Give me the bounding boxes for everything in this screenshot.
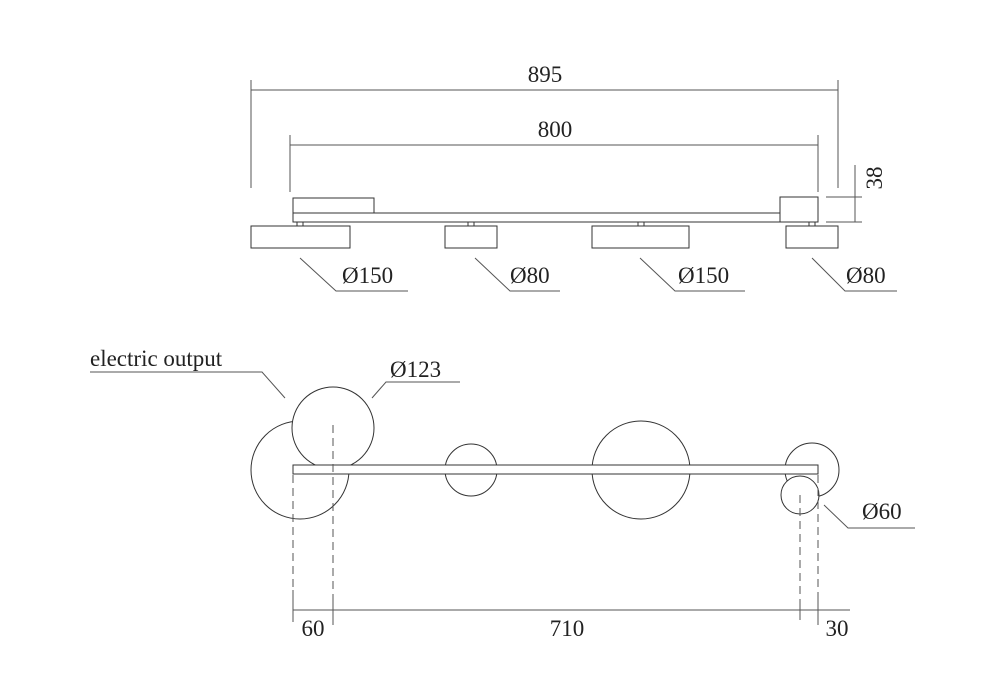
lamp-stems (296, 221, 816, 227)
lamp-80-2 (785, 225, 839, 249)
dimension-800: 800 (289, 117, 819, 192)
lamp-label-2: Ø80 (510, 263, 550, 288)
canopy-123-label: Ø123 (390, 357, 441, 382)
lamp-label-1: Ø150 (342, 263, 393, 288)
side-view: 895 800 38 (250, 62, 897, 292)
canopy-box-right (779, 196, 819, 223)
track-length-label: 800 (538, 117, 573, 142)
electric-output-label: electric output (90, 346, 223, 371)
lamp-leaders (299, 257, 897, 292)
top-view: 60 710 30 electric output Ø123 Ø60 (90, 346, 915, 641)
lamp-label-4: Ø80 (846, 263, 886, 288)
center-lines (292, 425, 819, 625)
dim-left-label: 60 (302, 616, 325, 641)
canopy-123-leader (371, 381, 460, 399)
dimension-895: 895 (250, 62, 839, 188)
track-bar-top (292, 464, 819, 475)
lamp-150-2 (591, 225, 690, 249)
canopy-60-label: Ø60 (862, 499, 902, 524)
canopy-60-leader (823, 504, 915, 529)
lamp-150-1 (250, 225, 351, 249)
dim-center-label: 710 (550, 616, 585, 641)
lamp-80-1 (444, 225, 498, 249)
height-label: 38 (862, 167, 887, 190)
track-bar-side (292, 212, 819, 223)
electric-output-leader (90, 371, 286, 399)
overall-length-label: 895 (528, 62, 563, 87)
dim-right-label: 30 (826, 616, 849, 641)
dimension-38: 38 (826, 165, 887, 223)
lamp-label-3: Ø150 (678, 263, 729, 288)
